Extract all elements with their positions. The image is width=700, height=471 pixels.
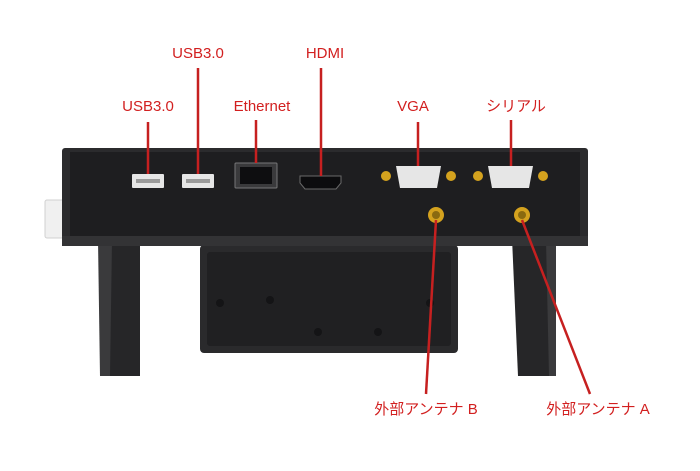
vga-label: VGA	[397, 98, 429, 115]
chassis	[44, 148, 588, 246]
antenna-a-label: 外部アンテナ A	[546, 401, 650, 418]
hdmi-port	[299, 175, 342, 190]
mount-plate	[200, 245, 458, 353]
ethernet-port	[234, 162, 278, 189]
serial-label: シリアル	[486, 98, 546, 115]
hdmi-label: HDMI	[305, 45, 345, 62]
serial-port	[473, 166, 548, 188]
usb-label-2: USB3.0	[172, 45, 224, 62]
antenna-b-connector	[428, 207, 444, 223]
usb-label-1: USB3.0	[122, 98, 174, 115]
vga-port	[381, 166, 456, 188]
leader-lines	[146, 68, 592, 395]
usb-port-2	[182, 174, 214, 188]
usb-port-1	[132, 174, 164, 188]
antenna-a-connector	[514, 207, 530, 223]
leader-line-antenna-a	[520, 219, 592, 395]
antenna-b-label: 外部アンテナ B	[374, 401, 478, 418]
leader-line-antenna-b	[424, 219, 438, 395]
ethernet-label: Ethernet	[233, 98, 291, 115]
